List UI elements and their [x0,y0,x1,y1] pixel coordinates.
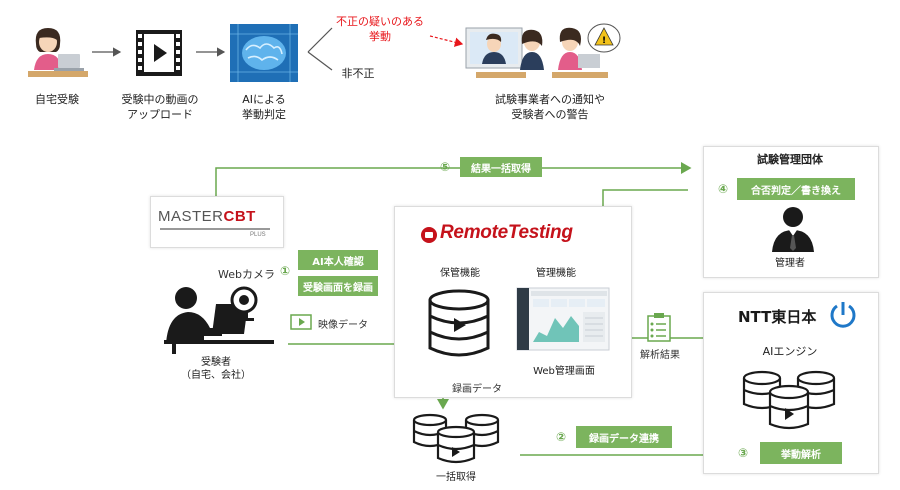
judge-rewrite-button: 合否判定／書き換え [737,178,855,200]
mastercbt-logo-box [150,196,284,248]
step1-number: ① [280,264,291,278]
step-upload-line1: 受験中の動画の [121,93,199,106]
remote-testing-logo-icon [421,227,437,243]
bulk-fetch-arrow [215,162,692,198]
analysis-result-label: 解析結果 [640,350,680,361]
webcam-label: Webカメラ [218,268,275,281]
suspicious-behavior-label: 不正の疑いのある 挙動 [330,14,430,44]
video-data-label: 映像データ [318,320,368,331]
remote-testing-logo: RemoteTesting [440,222,573,243]
ai-engine-database-cluster-icon [742,370,836,430]
management-function-label: 管理機能 [536,268,576,279]
suspicious-line2: 挙動 [369,30,391,43]
examinee-line2: （自宅、会社） [181,370,251,381]
step-upload-line2: アップロード [127,108,193,121]
step4-number: ④ [718,182,729,196]
suspicious-arrow [429,35,464,47]
analysis-report-icon [647,313,671,342]
ai-engine-label: AIエンジン [762,345,818,358]
video-data-icon [290,314,312,330]
storage-database-icon [428,289,490,357]
web-dashboard-screen [516,287,610,351]
batch-fetch-label: 一括取得 [436,472,476,483]
ntt-logo-icon [830,302,856,328]
step3-number: ③ [738,446,749,460]
record-screen-button: 受験画面を録画 [298,276,378,296]
behavior-analysis-button: 挙動解析 [760,442,842,464]
step5-number: ⑤ [440,160,451,174]
bulk-storage-database-icon [412,413,500,464]
admin-icon [772,207,814,252]
mastercbt-logo: MASTERCBT [158,208,256,225]
home-exam-person-icon [28,28,88,77]
ai-brain-icon [230,24,298,82]
step-ai-line2: 挙動判定 [242,108,286,121]
admin-label: 管理者 [775,258,805,269]
exam-org-title: 試験管理団体 [757,153,823,166]
web-screen-label: Web管理画面 [533,366,595,377]
notification-warning-illustration: ! [465,23,621,78]
step-ai-judge-label: AIによる 挙動判定 [224,92,304,122]
recorded-data-link-button: 録画データ連携 [576,426,672,448]
examinee-line1: 受験者 [201,357,231,368]
notify-line2: 受験者への警告 [511,108,589,121]
ai-identity-button: AI本人確認 [298,250,378,270]
step-home-exam-label: 自宅受験 [35,93,79,106]
not-fraud-label: 非不正 [341,67,375,80]
storage-function-label: 保管機能 [440,268,480,279]
ntt-east-logo-text: NTT東日本 [738,308,817,326]
mastercbt-logo-cbt: CBT [223,208,256,225]
step2-number: ② [556,430,567,444]
mastercbt-plus-text: PLUS [250,232,266,238]
notify-warn-label: 試験事業者への通知や 受験者への警告 [470,92,630,122]
video-player-icon [136,30,182,76]
step-ai-line1: AIによる [242,93,286,106]
mastercbt-logo-rule [160,228,270,230]
branch-up-line [307,27,333,53]
examinee-webcam-icon [164,286,274,354]
examinee-label: 受験者 （自宅、会社） [176,356,256,382]
svg-text:!: ! [602,36,606,46]
branch-down-line [307,51,333,71]
suspicious-line1: 不正の疑いのある [336,15,424,28]
step-upload-label: 受験中の動画の アップロード [110,92,210,122]
notify-line1: 試験事業者への通知や [495,93,605,106]
recorded-data-label: 録画データ [452,384,502,395]
bulk-fetch-result-button: 結果一括取得 [460,157,542,177]
mastercbt-logo-master: MASTER [158,208,224,225]
